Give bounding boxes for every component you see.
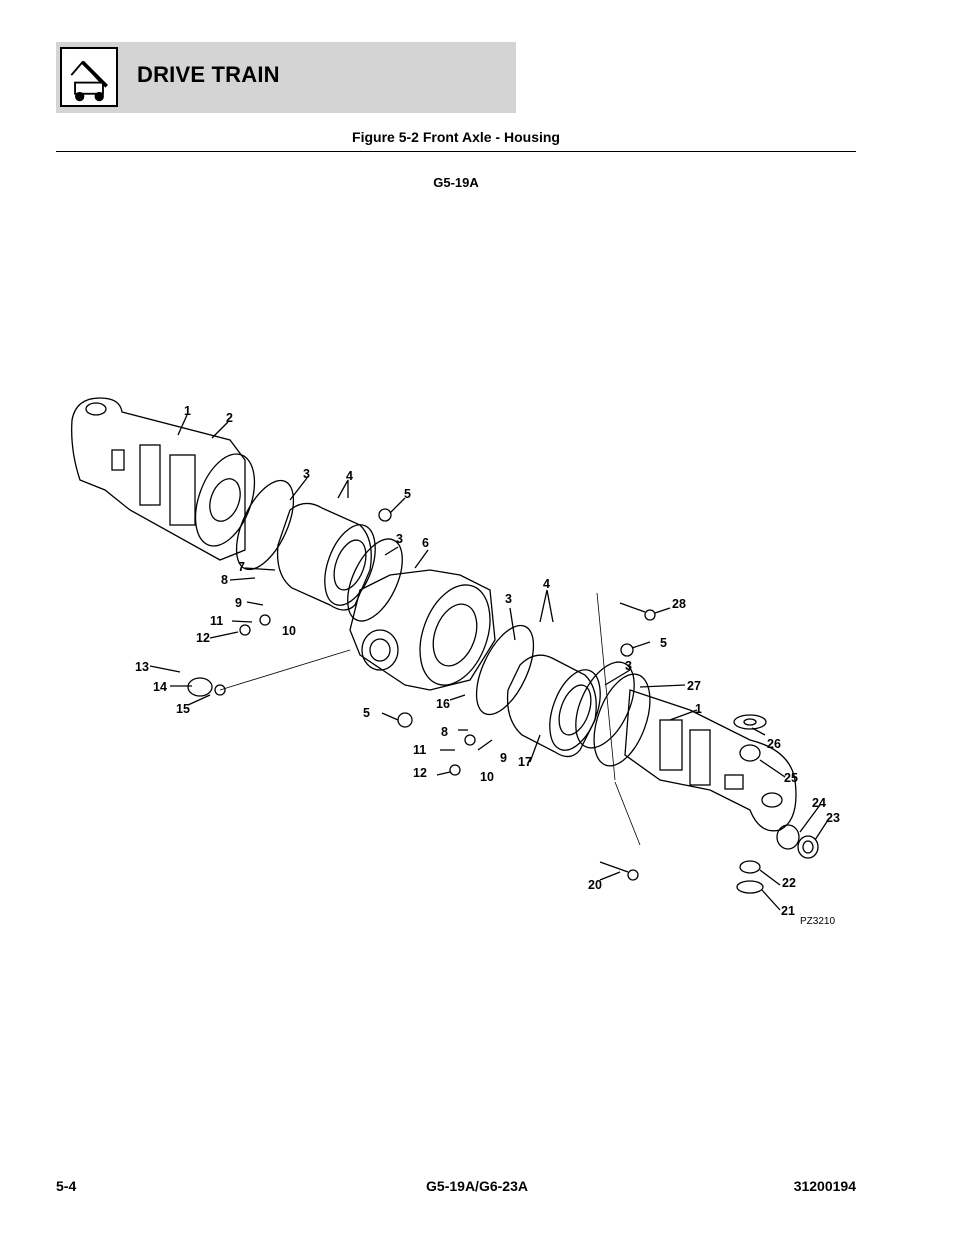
- callout-8b: 8: [441, 725, 448, 739]
- footer-model-range: G5-19A/G6-23A: [426, 1178, 528, 1194]
- callout-27: 27: [687, 679, 701, 693]
- callout-11b: 11: [413, 743, 426, 757]
- drawing-code: PZ3210: [800, 916, 835, 927]
- callout-3b: 3: [396, 532, 403, 546]
- callout-26: 26: [767, 737, 781, 751]
- callout-14: 14: [153, 680, 167, 694]
- section-title: DRIVE TRAIN: [137, 62, 280, 87]
- callout-10b: 10: [480, 770, 494, 784]
- callout-12b: 12: [413, 766, 427, 780]
- callout-8: 8: [221, 573, 228, 587]
- callout-13: 13: [135, 660, 149, 674]
- callout-1b: 1: [695, 702, 702, 716]
- callout-10: 10: [282, 624, 296, 638]
- footer-doc-number: 31200194: [793, 1178, 856, 1194]
- callout-9b: 9: [500, 751, 507, 765]
- callout-21: 21: [781, 904, 795, 918]
- callout-25: 25: [784, 771, 798, 785]
- callout-12: 12: [196, 631, 210, 645]
- callout-23: 23: [826, 811, 840, 825]
- callout-7: 7: [238, 560, 245, 574]
- callout-2: 2: [226, 411, 233, 425]
- callout-5b: 5: [660, 636, 667, 650]
- callout-5c: 5: [363, 706, 370, 720]
- callout-22: 22: [782, 876, 796, 890]
- callout-17: 17: [518, 755, 532, 769]
- callout-4: 4: [346, 469, 353, 483]
- callout-9: 9: [235, 596, 242, 610]
- header-rule: [56, 151, 856, 152]
- header-band: DRIVE TRAIN: [56, 42, 516, 113]
- callout-24: 24: [812, 796, 826, 810]
- telehandler-icon: [60, 47, 118, 107]
- callout-3d: 3: [625, 659, 632, 673]
- callout-6: 6: [422, 536, 429, 550]
- callout-11: 11: [210, 614, 223, 628]
- figure-caption: Figure 5-2 Front Axle - Housing: [352, 129, 560, 145]
- callout-3c: 3: [505, 592, 512, 606]
- callout-20: 20: [588, 878, 602, 892]
- model-label: G5-19A: [433, 175, 479, 190]
- callout-1: 1: [184, 404, 191, 418]
- axle-housing-diagram: 1 2 3 4 5 3 6 7 8 9 11 10 12 13 14 15 3 …: [60, 390, 850, 935]
- callout-16: 16: [436, 697, 450, 711]
- callout-15: 15: [176, 702, 190, 716]
- callout-5: 5: [404, 487, 411, 501]
- footer-page-number: 5-4: [56, 1178, 77, 1194]
- callout-4b: 4: [543, 577, 550, 591]
- callout-3: 3: [303, 467, 310, 481]
- callout-28: 28: [672, 597, 686, 611]
